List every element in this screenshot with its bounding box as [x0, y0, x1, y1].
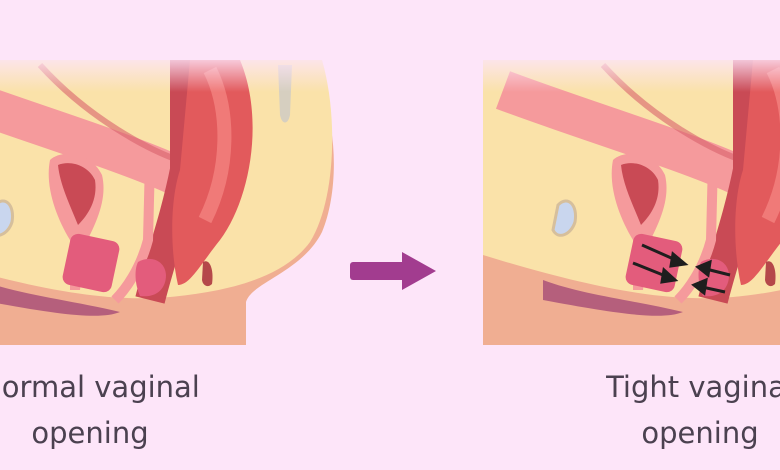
tight-anatomy-panel	[483, 52, 780, 345]
tight-caption: Tight vaginal opening	[555, 364, 780, 456]
normal-caption: Normal vaginal opening	[0, 364, 240, 456]
pressure-arrow-icon	[632, 261, 679, 284]
tight-caption-line2: opening	[641, 416, 759, 450]
normal-anatomy-panel	[0, 52, 340, 345]
right-arrow-icon	[350, 252, 436, 290]
normal-caption-line1: Normal vaginal	[0, 370, 200, 404]
normal-caption-line2: opening	[31, 416, 149, 450]
tight-caption-line1: Tight vaginal	[606, 370, 780, 404]
pressure-arrow-icon	[695, 259, 731, 278]
pressure-arrows	[632, 243, 731, 296]
pressure-arrow-icon	[691, 277, 726, 296]
pressure-arrow-icon	[641, 243, 689, 268]
